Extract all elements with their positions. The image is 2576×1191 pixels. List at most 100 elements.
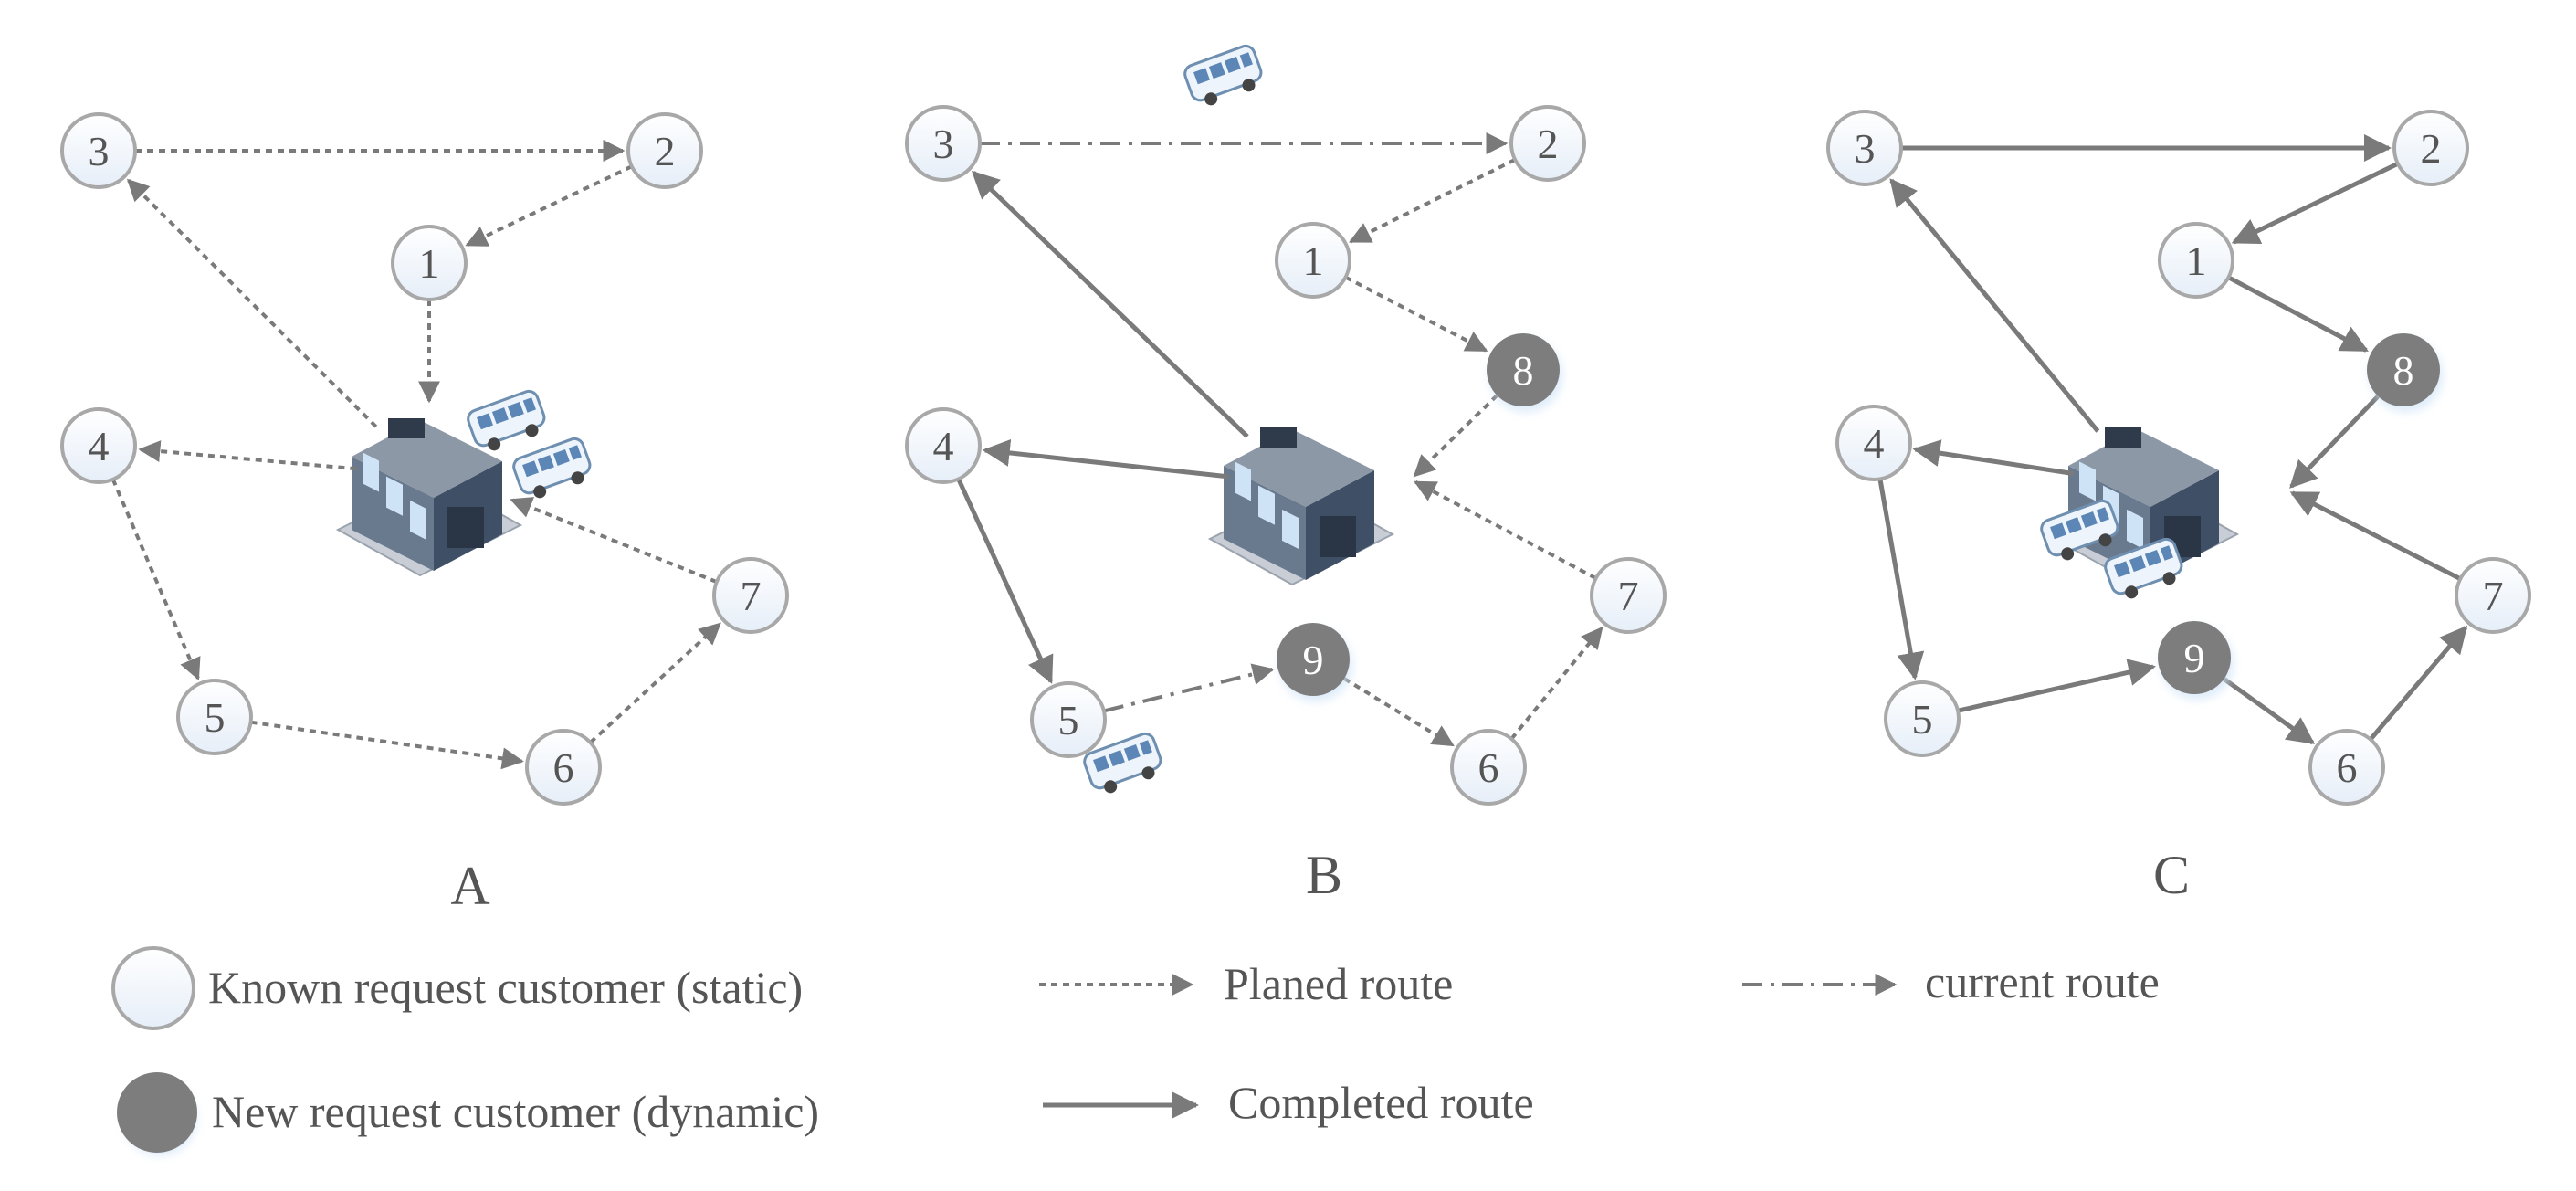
edge-8-to-depot: [1413, 394, 1498, 478]
customer-node-label: 5: [1912, 696, 1933, 743]
customer-node-4: 4: [60, 407, 137, 484]
legend-static-label: Known request customer (static): [208, 962, 803, 1013]
customer-node-1: 1: [391, 225, 468, 301]
legend-current: current route: [1742, 956, 2160, 1007]
edge-9-to-6: [1343, 677, 1455, 747]
edge-8-to-depot: [2289, 395, 2381, 489]
customer-node-9: 9: [1277, 623, 1352, 701]
edge-depot-to-4: [1912, 439, 2075, 477]
edge-7-to-depot: [2289, 490, 2462, 582]
panel-c: 3 2 1 8 4 5 9 6 7: [1826, 110, 2531, 806]
edge-depot-to-4: [138, 440, 357, 471]
panel-label-b: B: [1306, 845, 1342, 905]
customer-nodes: 3 2 1 8 4 5 9 6 7: [1826, 110, 2531, 806]
edge-depot-to-4: [982, 438, 1229, 480]
edge-6-to-7: [1509, 626, 1603, 741]
legend-static: Known request customer (static): [111, 946, 803, 1030]
legend-dynamic-symbol: [117, 1072, 197, 1153]
customer-node-label: 3: [933, 121, 954, 167]
edge-6-to-7: [2369, 625, 2468, 742]
customer-node-4: 4: [905, 407, 982, 484]
edge-depot-to-3: [126, 178, 378, 428]
bus-icon: [464, 387, 552, 458]
customer-node-6: 6: [525, 729, 602, 806]
customer-node-7: 7: [1590, 557, 1667, 634]
customer-node-label: 1: [1303, 237, 1324, 284]
customer-node-label: 4: [89, 423, 110, 469]
customer-node-3: 3: [1826, 110, 1903, 186]
customer-node-2: 2: [1509, 105, 1586, 182]
customer-node-label: 1: [2186, 237, 2207, 284]
customer-node-label: 6: [2337, 744, 2358, 791]
customer-node-7: 7: [712, 557, 789, 634]
route-edges: [956, 132, 1603, 747]
panel-label-c: C: [2153, 845, 2190, 905]
customer-node-2: 2: [2392, 110, 2469, 186]
edge-4-to-5: [956, 478, 1054, 684]
customer-node-6: 6: [2308, 729, 2385, 806]
customer-node-label: 3: [1855, 125, 1876, 172]
customer-node-label: 7: [2483, 573, 2504, 619]
customer-node-3: 3: [60, 112, 137, 189]
customer-nodes: 3 2 1 8 4 5 9 6 7: [905, 105, 1667, 806]
customer-node-label: 7: [741, 573, 762, 619]
customer-node-1: 1: [1275, 222, 1351, 299]
edge-7-to-depot: [1414, 480, 1597, 580]
customer-node-label: 6: [553, 744, 574, 791]
legend-current-label: current route: [1925, 956, 2160, 1007]
customer-node-5: 5: [176, 679, 253, 755]
edge-5-to-6: [250, 720, 524, 770]
bus-icon: [510, 435, 597, 505]
customer-node-1: 1: [2158, 222, 2234, 299]
edge-1-to-8: [2227, 275, 2369, 353]
customer-node-8: 8: [2367, 333, 2443, 412]
edge-5-to-9: [1103, 663, 1275, 713]
edge-2-to-1: [1349, 158, 1517, 244]
edge-2-to-1: [2231, 162, 2399, 245]
warehouse-icon: [1209, 427, 1393, 585]
customer-node-label: 4: [1864, 420, 1885, 467]
legend-planned: Planed route: [1039, 958, 1453, 1009]
bus-icon: [1181, 42, 1268, 112]
customer-node-5: 5: [1030, 681, 1107, 758]
legend-completed: Completed route: [1043, 1077, 1534, 1128]
customer-node-label: 9: [1303, 637, 1324, 683]
customer-node-5: 5: [1884, 680, 1961, 757]
customer-node-label: 8: [1513, 347, 1534, 394]
customer-node-label: 2: [1538, 121, 1559, 167]
customer-node-8: 8: [1487, 333, 1562, 412]
customer-node-label: 4: [933, 423, 954, 469]
legend-planned-label: Planed route: [1224, 958, 1453, 1009]
edge-5-to-9: [1957, 659, 2157, 713]
route-edges: [1877, 134, 2468, 745]
panel-a: 3 2 1 4 5 6 7: [60, 112, 789, 806]
edge-4-to-5: [1877, 478, 1925, 680]
customer-node-label: 1: [419, 240, 440, 287]
edge-9-to-6: [2223, 677, 2316, 745]
legend-completed-label: Completed route: [1228, 1077, 1534, 1128]
customer-node-9: 9: [2158, 621, 2234, 700]
legend-dynamic: New request customer (dynamic): [117, 1072, 819, 1155]
customer-node-label: 7: [1618, 573, 1639, 619]
customer-node-label: 5: [205, 694, 226, 741]
customer-node-label: 3: [89, 128, 110, 174]
edge-depot-to-3: [1889, 178, 2100, 433]
customer-node-label: 8: [2393, 347, 2414, 394]
customer-node-label: 5: [1058, 697, 1079, 743]
customer-node-3: 3: [905, 105, 982, 182]
legend-dynamic-label: New request customer (dynamic): [212, 1086, 819, 1137]
edge-7-to-depot: [510, 497, 718, 584]
customer-node-label: 9: [2184, 635, 2205, 681]
customer-node-4: 4: [1835, 405, 1912, 481]
edge-depot-to-3: [971, 170, 1249, 438]
edge-2-to-1: [465, 164, 633, 248]
edge-6-to-7: [589, 622, 721, 744]
legend-static-symbol: [111, 946, 195, 1030]
route-edges: [110, 140, 721, 770]
customer-node-6: 6: [1450, 729, 1527, 806]
customer-node-label: 2: [2421, 125, 2442, 172]
customer-node-2: 2: [626, 112, 703, 189]
customer-node-label: 6: [1478, 744, 1499, 791]
customer-node-label: 2: [655, 128, 676, 174]
legend: Known request customer (static) New requ…: [111, 946, 2160, 1155]
